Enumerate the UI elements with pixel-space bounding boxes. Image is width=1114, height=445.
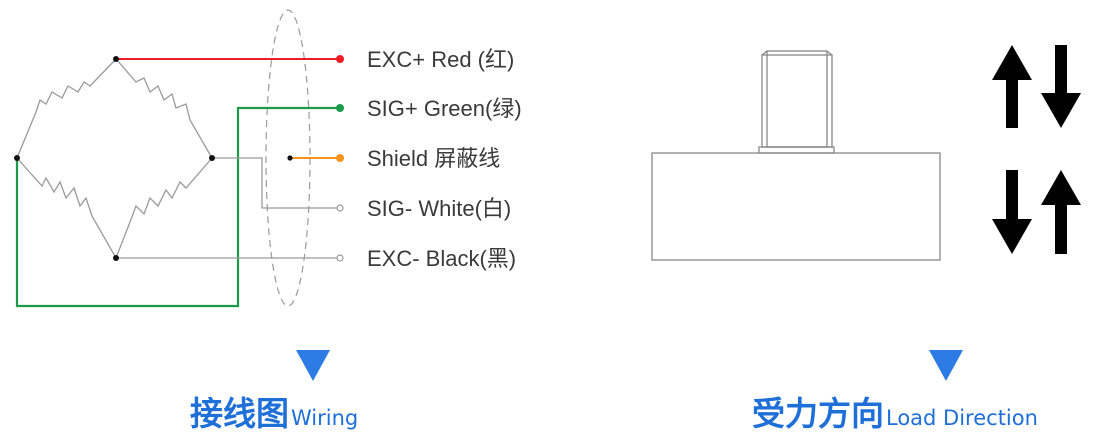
triangle-down-icon [296,350,330,381]
terminal-sig-minus [336,204,344,212]
load-direction-title: 受力方向Load Direction [752,394,1038,433]
wheatstone-bridge [16,58,213,259]
load-cell-stud-outer [761,54,833,148]
resistor-bottom-left [16,157,117,259]
resistor-bottom-right [115,157,213,259]
label-sig-plus: SIG+ Green(绿) [367,96,522,121]
arrow-down-icon [1041,45,1081,128]
wire-sig-plus [15,106,340,308]
resistor-top-right [115,58,213,159]
load-cell-collar [758,146,835,154]
load-cell-drawing [651,50,941,261]
terminal-shield [336,154,344,162]
bridge-nodes [14,56,293,261]
arrow-up-icon [1041,170,1081,254]
triangle-down-icon [929,350,963,381]
terminal-exc-plus [336,55,344,63]
load-cell-body [651,152,941,261]
label-shield: Shield 屏蔽线 [367,146,500,171]
label-exc-plus: EXC+ Red (红) [367,47,514,72]
label-exc-minus: EXC- Black(黑) [367,246,516,271]
wire-sig-minus [212,157,338,209]
resistor-top-left [16,58,117,159]
arrow-down-icon [992,170,1032,254]
terminal-sig-plus [336,104,344,112]
load-direction-arrows [992,45,1081,254]
label-sig-minus: SIG- White(白) [367,196,511,221]
wiring-title: 接线图Wiring [190,394,358,433]
arrow-up-icon [992,45,1032,128]
load-cell-stud-inner [766,50,828,148]
terminal-exc-minus [336,254,344,262]
